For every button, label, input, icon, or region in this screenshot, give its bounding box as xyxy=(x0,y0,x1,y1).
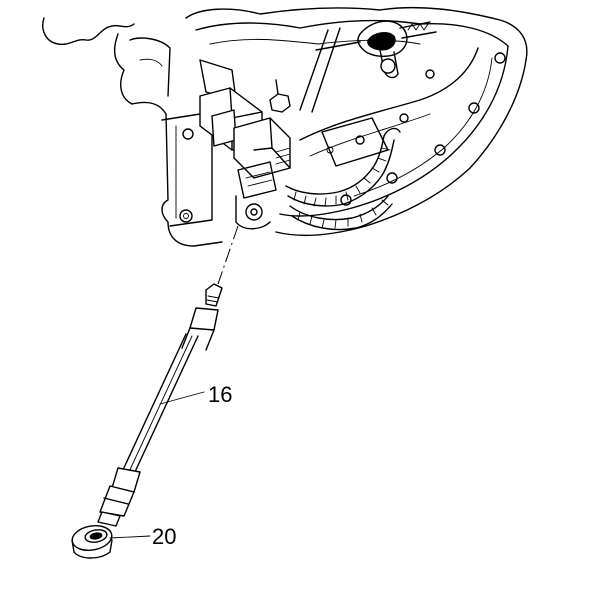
callout-16: 16 xyxy=(208,382,232,407)
callout-20: 20 xyxy=(152,524,176,549)
connector-assembly xyxy=(199,79,291,230)
seal xyxy=(71,524,151,559)
fill-tube xyxy=(97,283,223,527)
alignment-centerline xyxy=(217,225,239,285)
transmission-housing xyxy=(42,6,528,247)
wiring-harness xyxy=(285,127,401,231)
